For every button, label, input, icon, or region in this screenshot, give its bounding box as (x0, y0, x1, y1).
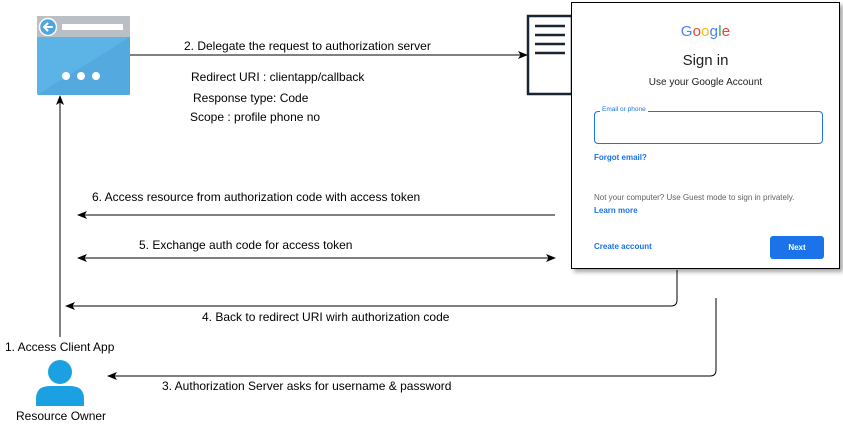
redirect-uri-label: Redirect URI : clientapp/callback (191, 70, 365, 84)
guest-mode-text: Not your computer? Use Guest mode to sig… (594, 193, 795, 202)
google-logo-letter: G (680, 23, 693, 40)
user-icon (36, 360, 84, 406)
arrow-step-4 (65, 270, 678, 310)
browser-window-icon (37, 16, 130, 95)
scope-label: Scope : profile phone no (190, 110, 320, 124)
signin-title: Sign in (682, 52, 729, 69)
step-3-label: 3. Authorization Server asks for usernam… (162, 379, 451, 393)
resource-owner-label: Resource Owner (16, 409, 106, 423)
google-signin-panel: Google Sign in Use your Google Account E… (571, 2, 840, 269)
step-4-label: 4. Back to redirect URI wirh authorizati… (202, 310, 450, 324)
step-5-label: 5. Exchange auth code for access token (139, 238, 352, 252)
google-logo: Google (572, 23, 839, 40)
google-logo-letter: g (709, 23, 719, 40)
arrow-step-3 (107, 298, 717, 380)
next-button[interactable]: Next (770, 236, 824, 259)
google-logo-letter: l (718, 23, 722, 40)
step-1-label: 1. Access Client App (5, 340, 115, 354)
google-logo-letter: o (692, 23, 702, 40)
forgot-email-link[interactable]: Forgot email? (594, 153, 647, 162)
response-type-label: Response type: Code (193, 91, 309, 105)
google-logo-letter: o (701, 23, 710, 40)
signin-subtitle: Use your Google Account (648, 77, 763, 88)
step-2-label: 2. Delegate the request to authorization… (184, 39, 431, 53)
create-account-link[interactable]: Create account (594, 242, 652, 251)
email-field-label: Email or phone (600, 106, 648, 113)
server-document-icon (526, 14, 574, 96)
step-6-label: 6. Access resource from authorization co… (92, 190, 420, 204)
email-field[interactable] (594, 111, 823, 144)
learn-more-link[interactable]: Learn more (594, 206, 638, 215)
google-logo-letter: e (721, 23, 731, 40)
